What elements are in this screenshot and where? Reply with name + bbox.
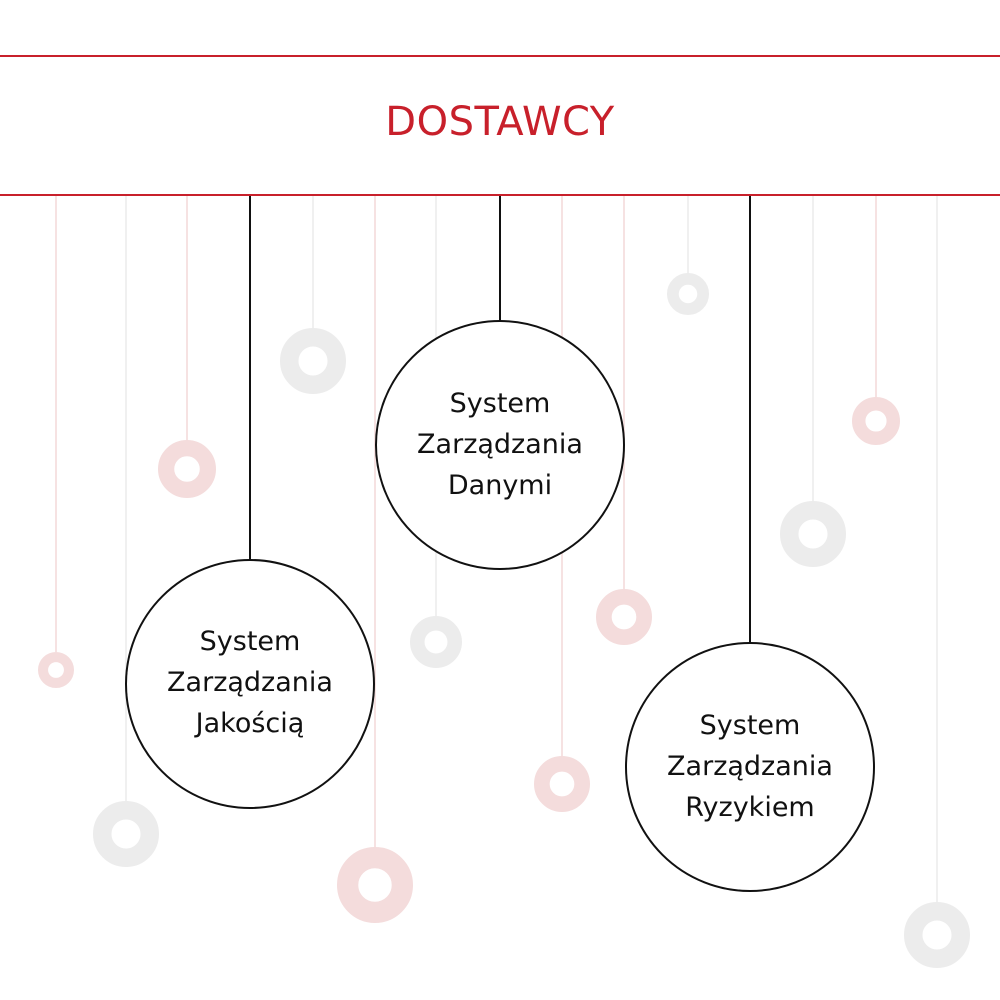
decor-ring	[779, 500, 846, 567]
node-label-data-system: System Zarządzania Danymi	[380, 383, 620, 506]
node-label-line: Danymi	[447, 470, 553, 501]
node-label-line: Jakością	[195, 708, 305, 739]
decor-ring	[38, 651, 75, 688]
decor-ring	[337, 847, 414, 924]
decor-ring	[279, 327, 346, 394]
node-label-line: Zarządzania	[667, 751, 833, 782]
decor-ring	[92, 800, 159, 867]
node-label-line: System	[699, 710, 801, 741]
node-label-line: Zarządzania	[167, 667, 333, 698]
decor-ring	[851, 397, 900, 446]
node-label-line: Zarządzania	[417, 429, 583, 460]
node-circle-data-system	[375, 320, 625, 570]
header-bottom-rule	[0, 194, 1000, 196]
page-title: DOSTAWCY	[385, 99, 615, 145]
decor-ring	[667, 273, 710, 316]
node-label-line: Ryzykiem	[685, 792, 815, 823]
decor-ring	[157, 439, 216, 498]
node-label-quality-system: System Zarządzania Jakością	[130, 621, 370, 744]
decor-ring	[903, 901, 970, 968]
node-label-line: System	[199, 626, 301, 657]
node-circle-risk-system	[625, 642, 875, 892]
node-circle-quality-system	[125, 559, 375, 809]
node-label-risk-system: System Zarządzania Ryzykiem	[630, 705, 870, 828]
decor-ring	[596, 589, 653, 646]
header-top-rule	[0, 55, 1000, 57]
node-label-line: System	[449, 388, 551, 419]
decor-ring	[409, 616, 462, 669]
decor-ring	[534, 756, 591, 813]
